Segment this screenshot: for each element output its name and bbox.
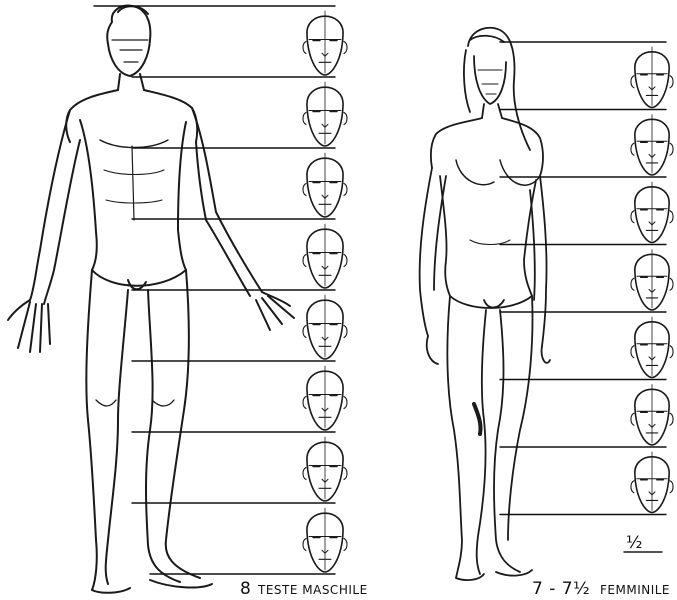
female-head-guides [500, 42, 666, 515]
female-head-unit [631, 115, 673, 176]
female-figure-sketch [420, 28, 550, 580]
female-head-unit [631, 182, 673, 243]
male-head-unit [303, 224, 347, 288]
male-head-unit [303, 295, 347, 359]
female-head-unit [631, 47, 673, 108]
female-head-unit [631, 250, 673, 311]
male-head-stack [303, 11, 347, 572]
male-head-unit [303, 153, 347, 217]
female-head-unit [631, 385, 673, 446]
male-figure-sketch [8, 6, 294, 593]
male-head-unit [303, 437, 347, 501]
male-head-unit [303, 508, 347, 572]
female-caption-text: FEMMINILE [600, 583, 670, 597]
male-caption-number: 8 [240, 579, 251, 599]
male-head-guides [94, 6, 335, 574]
male-head-unit [303, 82, 347, 146]
male-caption-text: TESTE MASCHILE [257, 583, 368, 597]
female-head-unit [631, 317, 673, 378]
female-head-stack [631, 47, 673, 513]
male-head-unit [303, 11, 347, 75]
female-head-unit [631, 452, 673, 513]
male-head-unit [303, 366, 347, 430]
female-caption-number: 7 - 7½ [532, 579, 590, 599]
female-half-mark: ½ [626, 533, 643, 553]
